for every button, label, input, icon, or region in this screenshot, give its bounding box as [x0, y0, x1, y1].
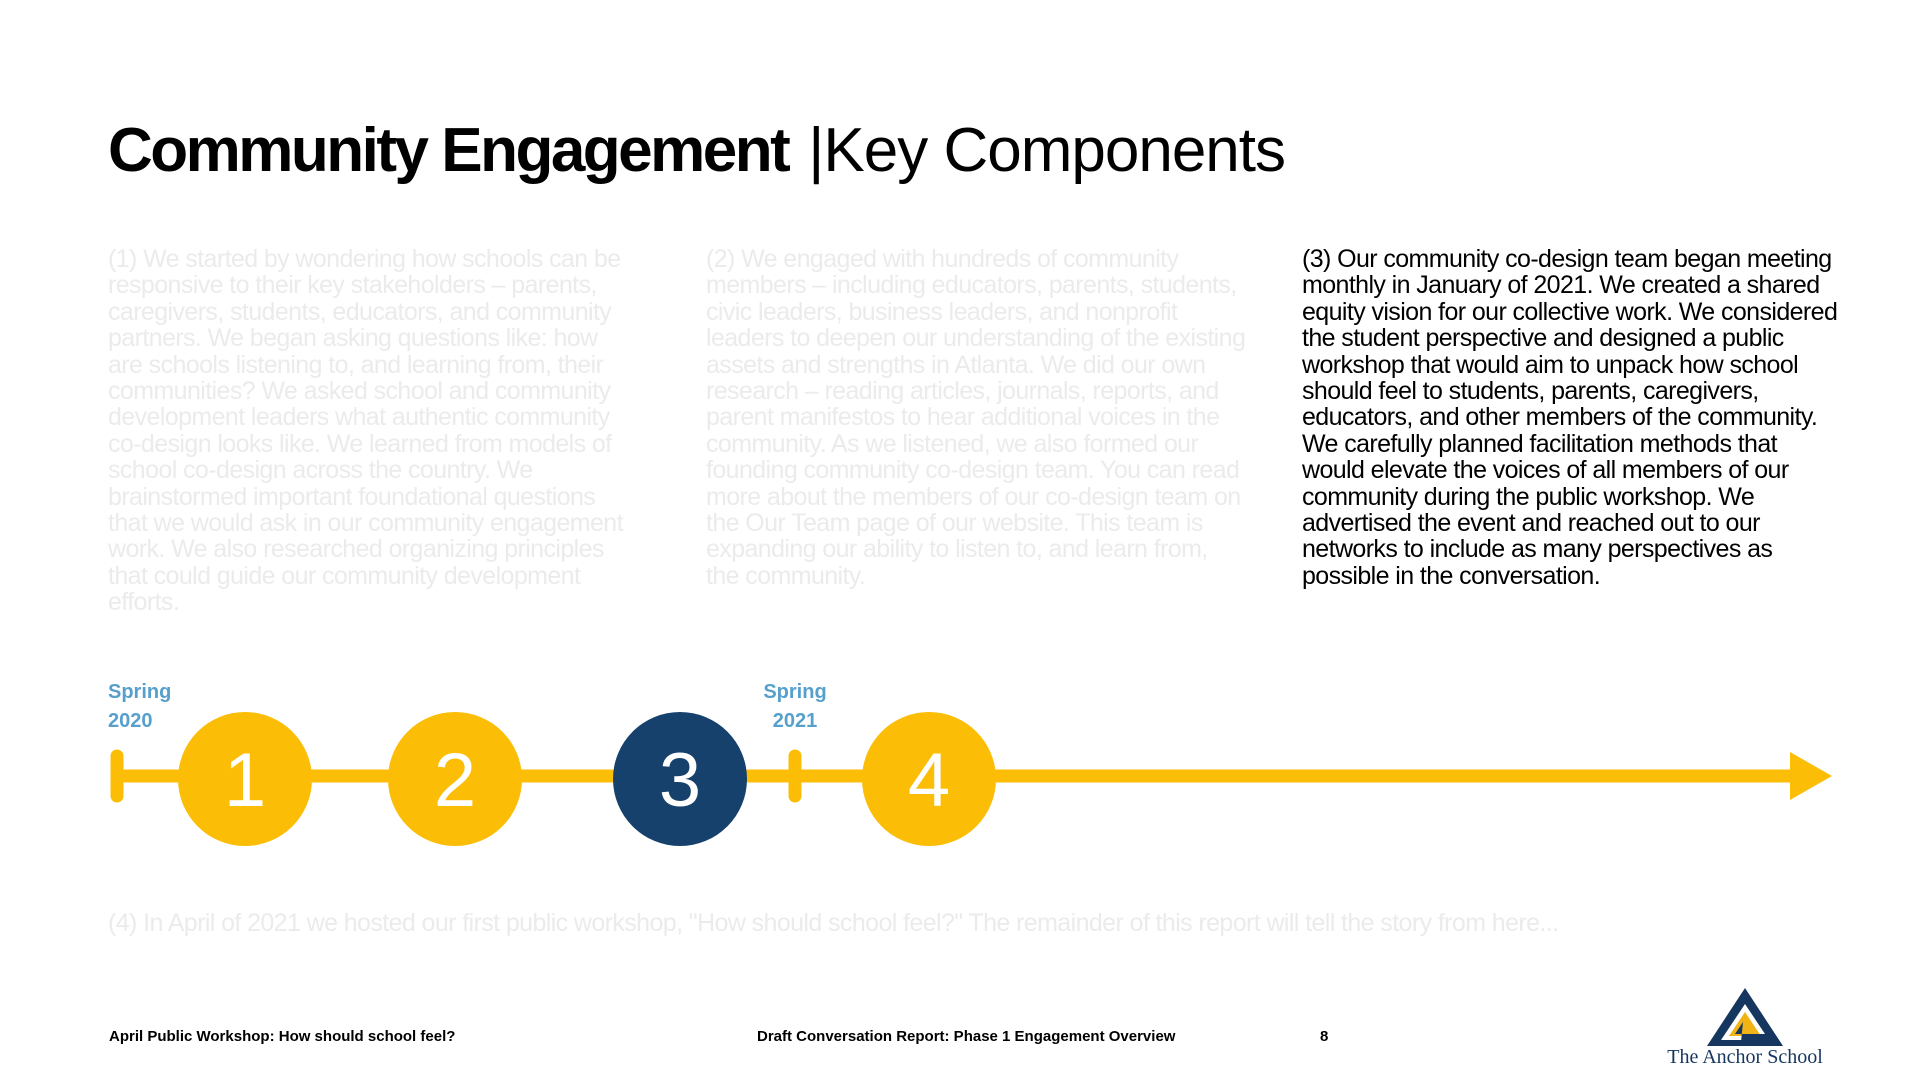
timeline-step-1[interactable]: 1: [178, 712, 312, 846]
step-2-description: (2) We engaged with hundreds of communit…: [706, 245, 1246, 590]
timeline-step-2[interactable]: 2: [388, 712, 522, 846]
date-label-year: 2020: [108, 710, 153, 732]
logo-wordmark: The Anchor School: [1667, 1046, 1823, 1068]
step-number: 2: [434, 738, 476, 823]
step-number: 3: [659, 738, 701, 823]
anchor-school-logo-icon: [1707, 988, 1783, 1046]
step-number: 4: [908, 738, 950, 823]
date-label-season: Spring: [108, 681, 172, 703]
step-circle-active: [613, 712, 747, 846]
page-number: 8: [1320, 1028, 1329, 1045]
date-label-season: Spring: [763, 681, 827, 703]
step-3-description: (3) Our community co-design team began m…: [1302, 245, 1838, 590]
timeline-step-3[interactable]: 3: [613, 712, 747, 846]
step-number: 1: [224, 738, 266, 823]
step-4-description: (4) In April of 2021 we hosted our first…: [108, 909, 1559, 937]
step-circle: [178, 712, 312, 846]
page-title-sub: Key Components: [823, 116, 1286, 185]
footer-report-title: April Public Workshop: How should school…: [109, 1028, 456, 1045]
date-label-spring-2020: Spring 2020: [108, 678, 171, 736]
step-circle: [862, 712, 996, 846]
title-separator: |: [808, 116, 824, 185]
page-title-main: Community Engagement: [108, 116, 791, 185]
step-circle: [388, 712, 522, 846]
page-title: Community Engagement|Key Components: [108, 112, 1286, 190]
step-1-description: (1) We started by wondering how schools …: [108, 245, 624, 617]
footer-report-subtitle: Draft Conversation Report: Phase 1 Engag…: [757, 1028, 1176, 1045]
date-label-spring-2021: Spring 2021: [755, 678, 835, 736]
timeline-step-4[interactable]: 4: [862, 712, 996, 846]
timeline-arrowhead-icon: [1790, 752, 1832, 800]
date-label-year: 2021: [772, 710, 818, 732]
